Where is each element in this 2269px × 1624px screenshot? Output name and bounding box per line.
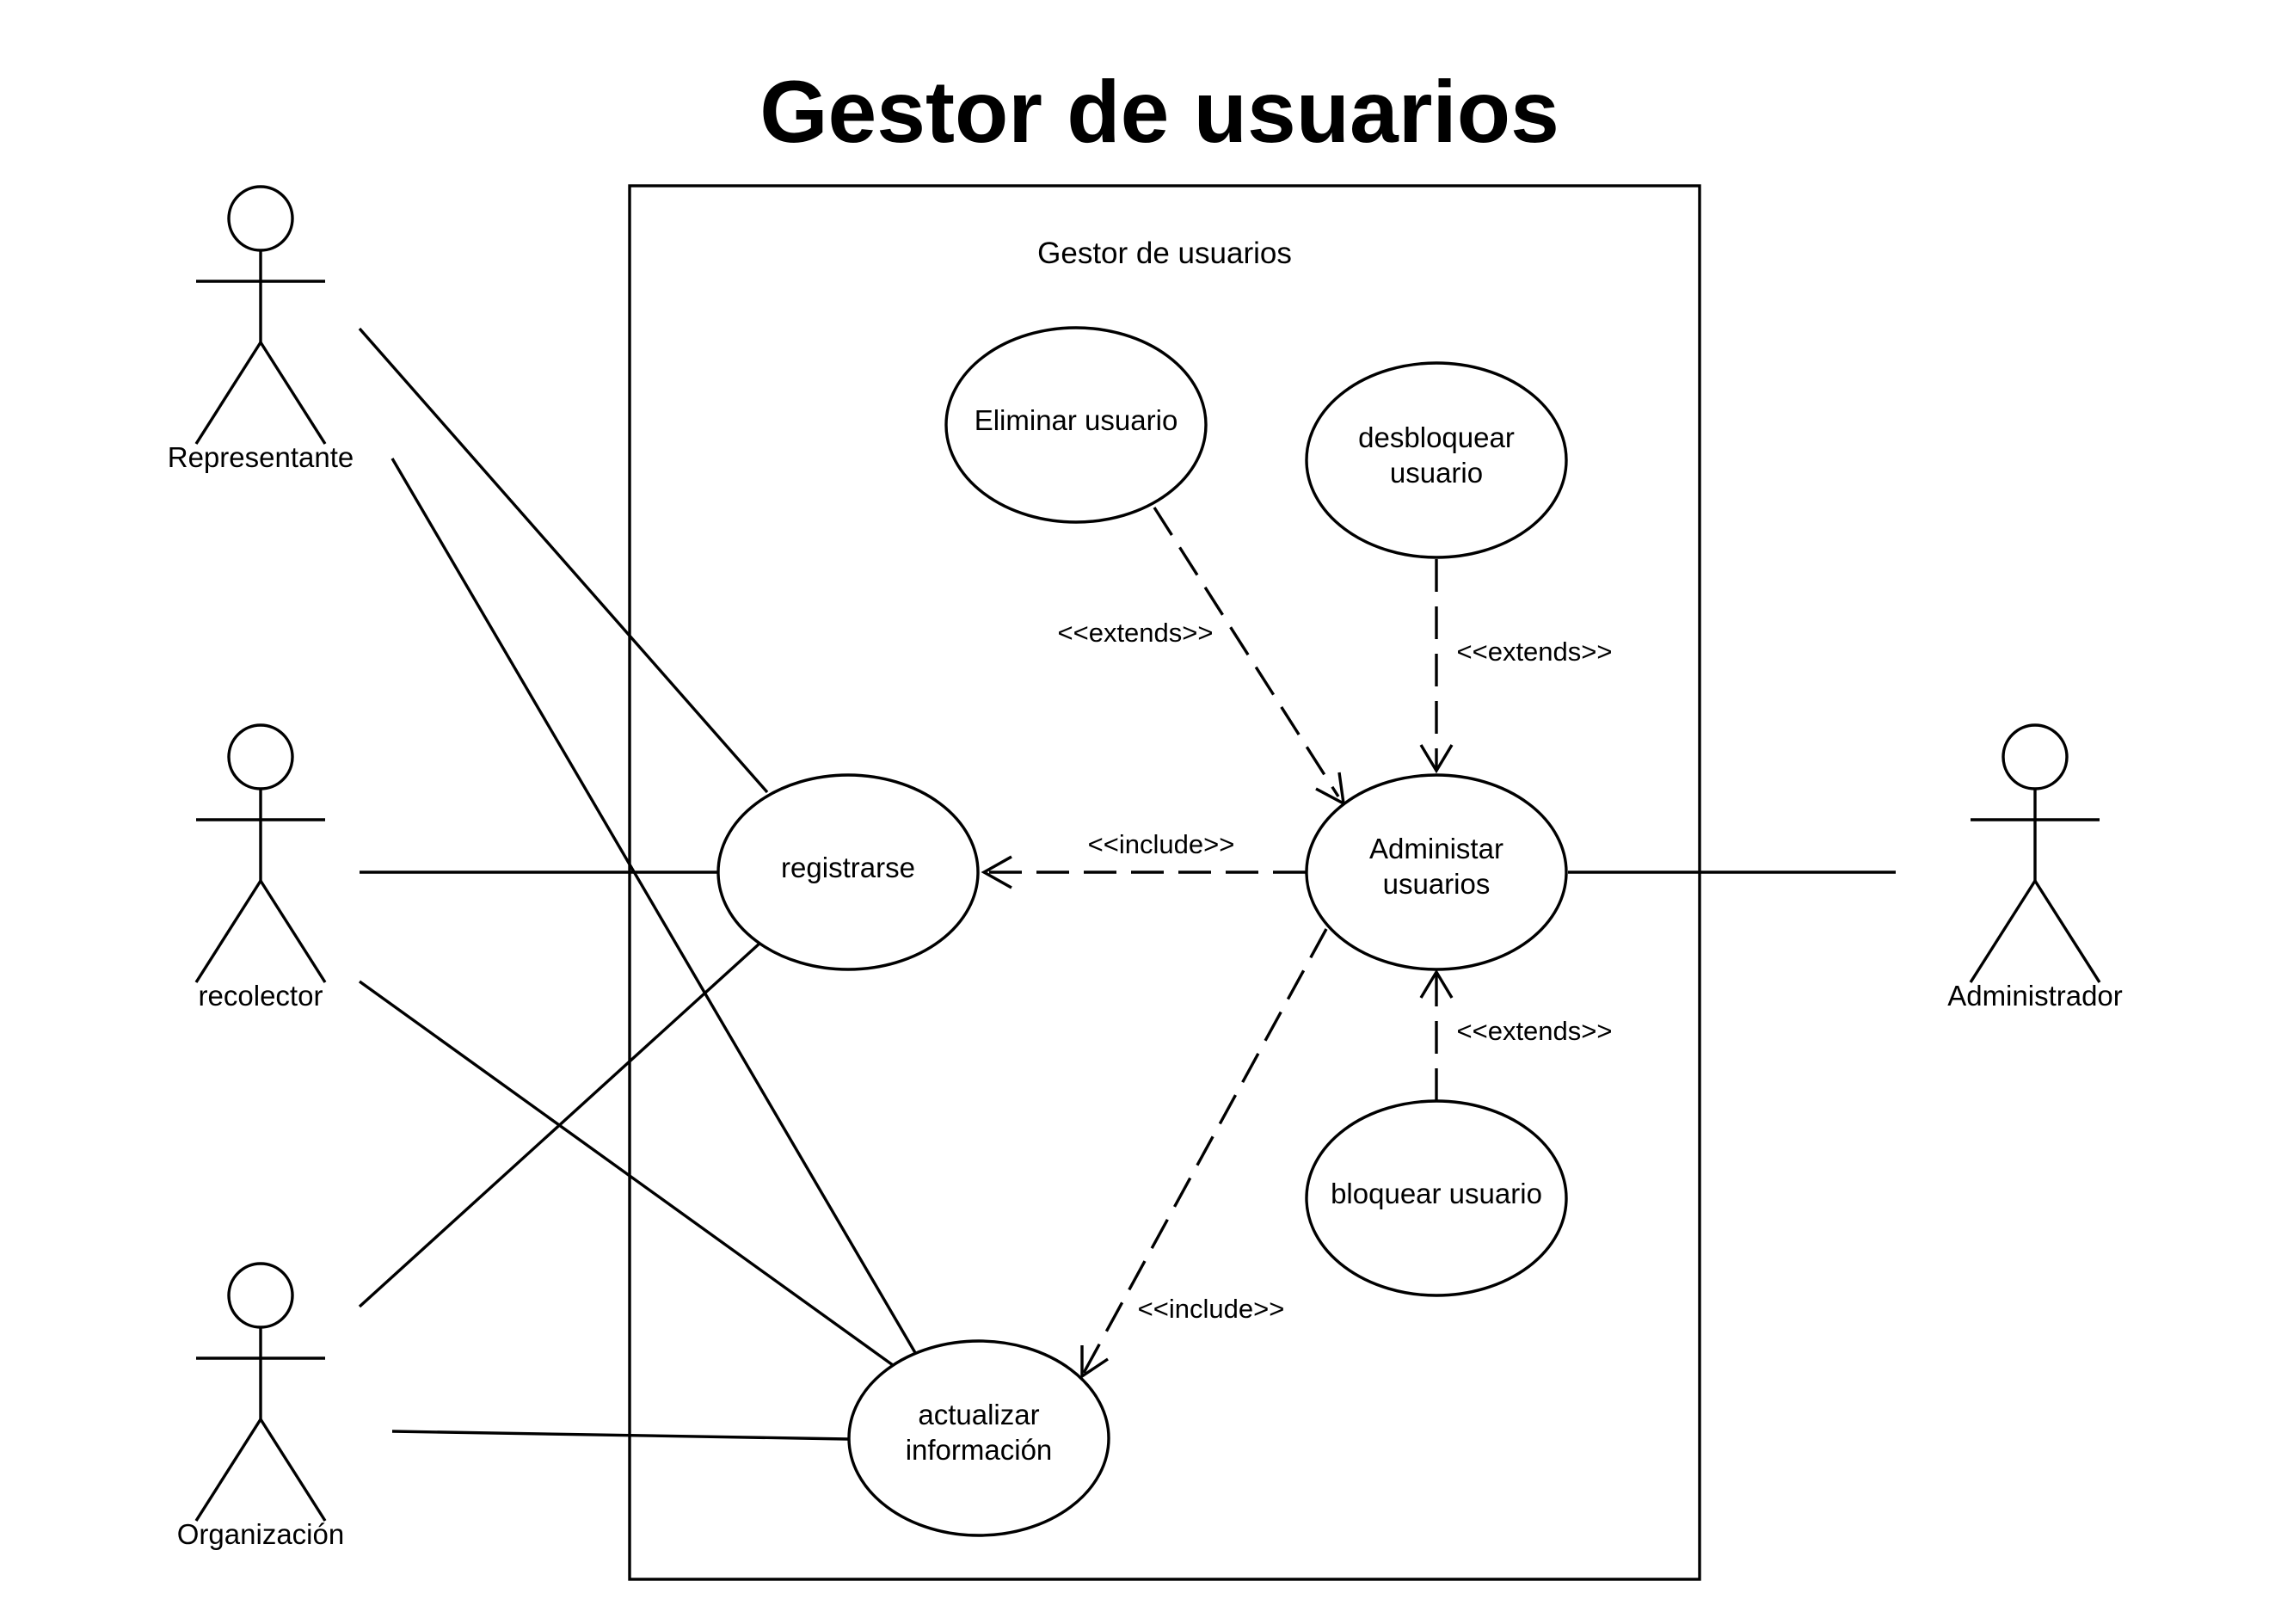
actor-label: recolector	[199, 980, 323, 1012]
association-representante-registrarse	[358, 327, 769, 794]
actor-organizacion: Organización	[177, 1262, 344, 1550]
actor-icon	[194, 185, 327, 445]
actor-icon	[194, 1262, 327, 1522]
use-case-label: actualizar	[918, 1399, 1039, 1430]
actor-representante: Representante	[168, 185, 354, 473]
association-organizacion-registrarse	[358, 941, 762, 1308]
actor-label: Administrador	[1947, 980, 2123, 1012]
arrow-head	[1419, 744, 1454, 774]
stereotype-label: <<extends>>	[1058, 618, 1214, 648]
arrow-head	[981, 855, 1012, 889]
use-case-eliminar-usuario: Eliminar usuario	[944, 326, 1208, 524]
association-recolector-actualizar	[359, 980, 894, 1367]
arrow-head	[1080, 1345, 1109, 1380]
system-boundary	[628, 184, 1701, 1581]
stereotype-label: <<extends>>	[1457, 1016, 1613, 1046]
use-case-bloquear-usuario: bloquear usuario	[1305, 1099, 1568, 1297]
use-case-label: desbloquear	[1358, 421, 1515, 453]
actor-label: Organización	[177, 1518, 344, 1550]
association-representante-actualizar	[390, 458, 919, 1356]
use-case-label: Administar	[1369, 833, 1503, 864]
use-case-label: usuario	[1390, 457, 1483, 489]
include-actualizar-dependency	[1082, 928, 1328, 1374]
use-case-administar-usuarios: Administar usuarios	[1305, 773, 1568, 971]
system-name: Gestor de usuarios	[1037, 237, 1292, 270]
use-case-actualizar-informacion: actualizar información	[847, 1339, 1110, 1537]
use-case-label: Eliminar usuario	[975, 404, 1178, 436]
use-case-label: bloquear usuario	[1331, 1178, 1542, 1209]
use-case-label: registrarse	[781, 852, 915, 883]
use-case-desbloquear-usuario: desbloquear usuario	[1305, 361, 1568, 559]
actor-icon	[1969, 723, 2101, 983]
stereotype-label: <<extends>>	[1457, 637, 1613, 667]
use-case-label: información	[906, 1434, 1053, 1466]
actor-administrador: Administrador	[1947, 723, 2123, 1012]
use-case-registrarse: registrarse	[716, 773, 980, 971]
actor-label: Representante	[168, 441, 354, 473]
stereotype-label: <<include>>	[1138, 1294, 1285, 1324]
arrow-head	[1315, 772, 1346, 807]
association-organizacion-actualizar	[391, 1430, 849, 1441]
use-case-label: usuarios	[1383, 868, 1491, 900]
actor-icon	[194, 723, 327, 983]
extends-eliminar-dependency	[1153, 507, 1340, 797]
stereotype-label: <<include>>	[1088, 829, 1235, 859]
actor-recolector: recolector	[194, 723, 327, 1012]
arrow-head	[1419, 969, 1454, 999]
diagram-title: Gestor de usuarios	[759, 63, 1559, 161]
